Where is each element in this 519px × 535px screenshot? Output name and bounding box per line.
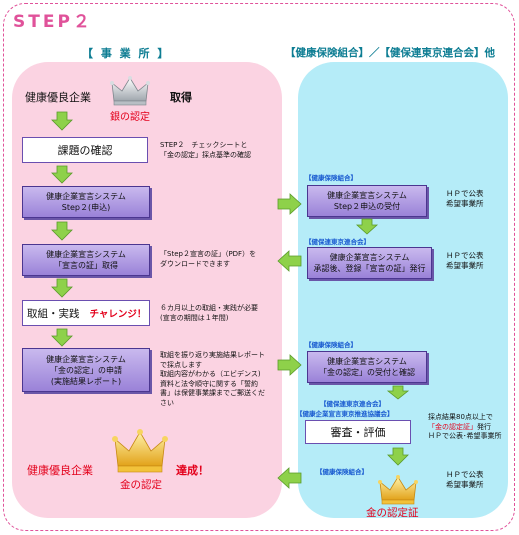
task-note: STEP２ チェックシートと「金の認定」採点基準の確認 <box>160 141 251 159</box>
step-title: STEP２ <box>13 12 93 32</box>
review-box: 審査・評価 <box>305 420 411 444</box>
gold-crown-icon <box>112 429 168 473</box>
arrow-down-5 <box>51 328 73 347</box>
insurer-header: 【健康保険組合】／【健保連東京連合会】他 <box>285 47 495 59</box>
cert-note: 「Step２宣言の証」（PDF）をダウンロードできます <box>160 250 257 268</box>
silver-crown-icon <box>110 76 150 106</box>
arrow-down-2 <box>51 165 73 184</box>
arrow-left-2 <box>277 467 302 489</box>
arrow-right-2 <box>277 354 302 376</box>
issue-box: 健康企業宣言システム承認後、登録「宣言の証」発行 <box>307 247 432 279</box>
step-frame <box>3 3 515 531</box>
hp-note-1: ＨＰで公表希望事業所 <box>446 189 484 208</box>
arrow-down-right-3 <box>387 447 409 466</box>
hp-note-3: ＨＰで公表希望事業所 <box>446 470 484 489</box>
arrow-left-1 <box>277 250 302 272</box>
cert-box: 健康企業宣言システム「宣言の証」取得 <box>22 244 150 276</box>
tag-suishin: 【健康企業宣言東京推進協議会】 <box>296 410 394 418</box>
tag-rengokai: 【健保連東京連合会】 <box>305 238 370 246</box>
company-header: 【 事 業 所 】 <box>82 47 171 60</box>
company-label-final: 健康優良企業 <box>27 464 93 477</box>
task-confirm-box: 課題の確認 <box>22 137 148 163</box>
arrow-down-4 <box>51 278 73 298</box>
arrow-down-right-2 <box>386 385 410 400</box>
acquire-label: 取得 <box>170 91 192 104</box>
score-note: 採点結果80点以上で 「金の認定証」発行 ＨＰで公表･希望事業所 <box>428 413 502 440</box>
arrow-down-3 <box>51 221 73 241</box>
arrow-down-right-1 <box>355 218 379 235</box>
practice-note: ６カ月以上の取組・実践が必要(宣言の期間は１年間) <box>160 304 258 322</box>
tag-kenpo-3: 【健康保険組合】 <box>316 468 368 476</box>
tag-rengokai-2: 【健保連東京連合会】 <box>320 400 385 408</box>
arrow-right-1 <box>277 193 302 215</box>
company-label-top: 健康優良企業 <box>25 91 91 104</box>
gold-cert-label: 金の認定証 <box>366 507 419 519</box>
achieved-label: 達成！ <box>176 464 209 477</box>
gold-apply-box: 健康企業宣言システム「金の認定」の申請(実施結果レポート) <box>22 348 150 392</box>
gold-label: 金の認定 <box>120 479 162 491</box>
tag-kenpo-2: 【健康保険組合】 <box>305 341 357 349</box>
arrow-down-1 <box>51 111 73 131</box>
silver-label: 銀の認定 <box>110 112 150 123</box>
practice-label: 取組・実践 <box>27 307 80 320</box>
gold-cert-crown-icon <box>378 475 418 505</box>
tag-kenpo-1: 【健康保険組合】 <box>305 174 357 182</box>
gold-accept-box: 健康企業宣言システム「金の認定」の受付と確認 <box>307 351 427 383</box>
challenge-label: チャレンジ！ <box>89 309 147 320</box>
practice-box: 取組・実践 チャレンジ！ <box>22 300 150 326</box>
gold-note: 取組を振り返り実施結果レポートで採点します取組内容がわかる（エビデンス)資料と法… <box>160 351 265 407</box>
hp-note-2: ＨＰで公表希望事業所 <box>446 251 484 270</box>
